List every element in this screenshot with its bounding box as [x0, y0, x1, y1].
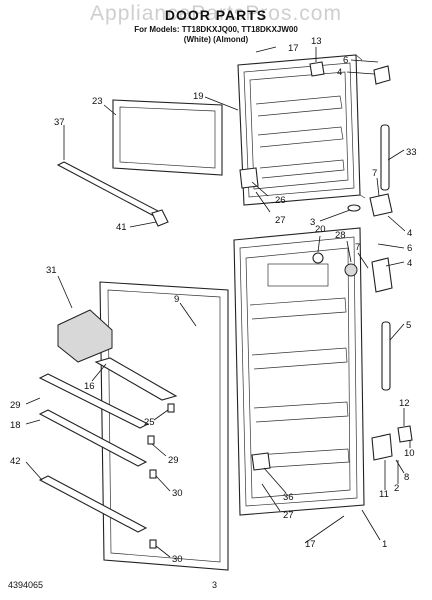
doc-number: 4394065	[8, 580, 44, 590]
callouts: 17 13 6 4 23 19 37 33 7 26 27 3 4 6 41 2…	[10, 36, 417, 565]
callout: 12	[399, 398, 410, 409]
part-10-hinge	[397, 425, 413, 443]
part-4-hinge-upper	[373, 65, 391, 85]
callout: 36	[283, 492, 294, 503]
callout: 4	[337, 67, 342, 78]
callout: 4	[407, 228, 412, 239]
callout: 28	[335, 230, 346, 241]
part-41-clip	[151, 209, 169, 227]
part-33-rod	[380, 124, 390, 191]
callout: 4	[407, 258, 412, 269]
refrigerator-gasket	[99, 281, 229, 571]
callout: 29	[168, 455, 179, 466]
callout: 17	[288, 43, 299, 54]
color-labels: (White) (Almond)	[183, 35, 249, 44]
callout: 18	[10, 420, 21, 431]
callout: 41	[116, 222, 127, 233]
part-7-hinge-mid	[369, 193, 393, 217]
callout: 17	[305, 539, 316, 550]
freezer-door	[237, 54, 366, 206]
callout: 20	[315, 224, 326, 235]
callout: 37	[54, 117, 65, 128]
page-number: 3	[212, 580, 218, 590]
callout: 5	[406, 320, 411, 331]
callout: 16	[84, 381, 95, 392]
part-30-clip-a	[149, 469, 157, 479]
part-36-stop	[251, 452, 271, 471]
callout: 11	[379, 489, 389, 500]
callout: 33	[406, 147, 417, 158]
callout: 19	[193, 91, 204, 102]
part-30-clip-b	[149, 539, 157, 549]
part-20-cap	[312, 252, 324, 264]
callout: 42	[10, 456, 21, 467]
refrigerator-door	[233, 227, 365, 516]
callout: 7	[355, 242, 360, 253]
part-5-rod	[381, 321, 391, 391]
part-29-clip-a	[167, 403, 175, 413]
callout: 29	[10, 400, 21, 411]
callout: 30	[172, 488, 183, 499]
callout: 6	[343, 55, 348, 66]
callout: 13	[311, 36, 322, 47]
callout: 1	[382, 539, 387, 550]
callout: 3	[310, 217, 315, 228]
part-25-bar	[38, 409, 148, 467]
part-42-bar	[38, 475, 148, 533]
callout: 27	[275, 215, 286, 226]
callout: 30	[172, 554, 183, 565]
callout: 8	[404, 472, 409, 483]
part-29-clip-b	[147, 435, 155, 445]
callout: 9	[174, 294, 179, 305]
callout: 25	[144, 417, 155, 428]
callout: 10	[404, 448, 415, 459]
callout: 6	[407, 243, 412, 254]
part-18-bar	[38, 373, 150, 429]
page-title: DOOR PARTS	[164, 7, 268, 23]
model-numbers: For Models: TT18DKXJQ00, TT18DKXJW00	[134, 25, 298, 34]
leader-lines	[25, 46, 411, 558]
part-4-hinge-lower	[371, 257, 393, 293]
freezer-gasket	[112, 99, 223, 176]
callout: 31	[46, 265, 57, 276]
callout: 2	[394, 483, 399, 494]
part-3-washer	[347, 204, 361, 212]
part-16-rail	[94, 357, 178, 401]
watermark: AppliancePartsPros.com	[90, 2, 342, 25]
part-11-bracket	[371, 433, 393, 461]
callout: 23	[92, 96, 103, 107]
part-28-plug	[344, 263, 358, 277]
callout: 27	[283, 510, 294, 521]
callout: 26	[275, 195, 286, 206]
part-31-dairy-door	[57, 309, 113, 363]
callout: 7	[372, 168, 377, 179]
part-13-bracket	[309, 61, 325, 77]
